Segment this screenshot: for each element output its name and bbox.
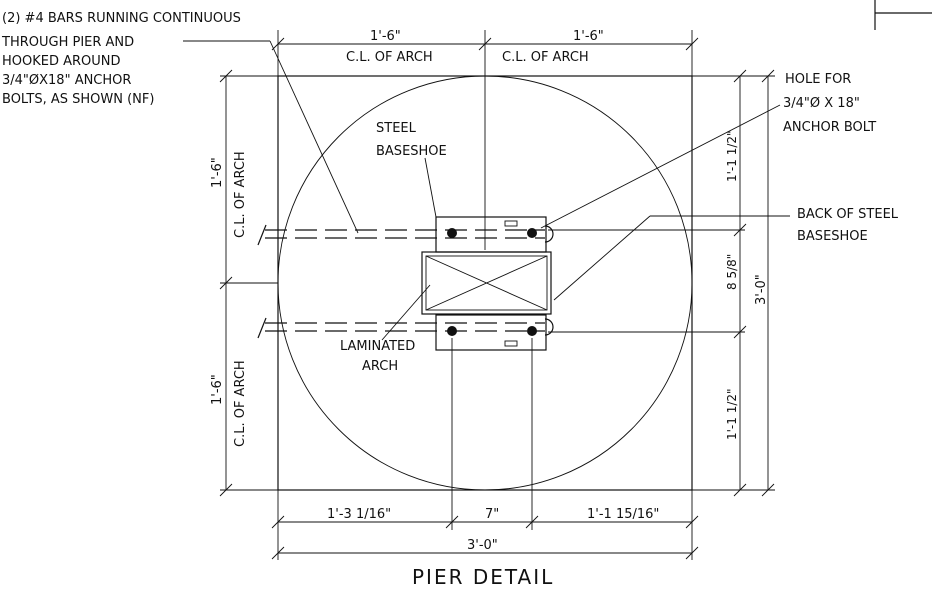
dim-right-lower: 1'-1 1/2" xyxy=(725,388,739,440)
dim-right-total: 3'-0" xyxy=(754,274,769,305)
back-note: BACK OF STEEL BASESHOE xyxy=(797,207,899,244)
arch-note-line-2: ARCH xyxy=(362,359,398,374)
drawing-title: PIER DETAIL xyxy=(412,565,554,589)
dim-top-right-cl: C.L. OF ARCH xyxy=(502,50,589,65)
arch-note-line-1: LAMINATED xyxy=(340,339,415,354)
bars-note-line-5: BOLTS, AS SHOWN (NF) xyxy=(2,92,154,107)
baseshoe-note-line-2: BASESHOE xyxy=(376,144,447,159)
laminated-arch xyxy=(421,251,552,315)
dimension-lines xyxy=(219,37,775,560)
dim-right-upper: 1'-1 1/2" xyxy=(725,130,739,182)
leader-lines xyxy=(183,40,790,341)
rebar-lines xyxy=(257,224,554,339)
dim-bottom-mid: 7" xyxy=(485,507,499,522)
dim-top-left: 1'-6" xyxy=(370,29,401,44)
dim-left-lower-cl: C.L. OF ARCH xyxy=(233,360,248,447)
baseshoe-note: STEEL BASESHOE xyxy=(376,121,447,159)
dim-top-right: 1'-6" xyxy=(573,29,604,44)
bars-note-line-2: THROUGH PIER AND xyxy=(1,35,134,50)
baseshoe-note-line-1: STEEL xyxy=(376,121,417,136)
dim-bottom-total: 3'-0" xyxy=(467,538,498,553)
dim-left-upper-cl: C.L. OF ARCH xyxy=(233,151,248,238)
hole-note-line-3: ANCHOR BOLT xyxy=(783,120,876,135)
dim-bottom-left: 1'-3 1/16" xyxy=(327,507,391,522)
bars-note: (2) #4 BARS RUNNING CONTINUOUS THROUGH P… xyxy=(1,11,241,107)
hole-note: HOLE FOR 3/4"Ø X 18" ANCHOR BOLT xyxy=(783,72,876,135)
back-note-line-1: BACK OF STEEL xyxy=(797,207,899,222)
bars-note-line-1: (2) #4 BARS RUNNING CONTINUOUS xyxy=(2,11,241,26)
dim-left-lower: 1'-6" xyxy=(210,374,225,405)
dim-top-left-cl: C.L. OF ARCH xyxy=(346,50,433,65)
back-note-line-2: BASESHOE xyxy=(797,229,868,244)
hole-note-line-1: HOLE FOR xyxy=(785,72,851,87)
anchor-bolts xyxy=(447,228,537,336)
dimension-text: 1'-6" 1'-6" C.L. OF ARCH C.L. OF ARCH 1'… xyxy=(210,29,769,553)
dim-left-upper: 1'-6" xyxy=(210,157,225,188)
extension-lines xyxy=(220,30,775,560)
dim-bottom-right: 1'-1 15/16" xyxy=(587,507,659,522)
bars-note-line-4: 3/4"ØX18" ANCHOR xyxy=(2,73,131,88)
hole-note-line-2: 3/4"Ø X 18" xyxy=(783,96,860,111)
title-block-corner xyxy=(874,0,932,30)
bars-note-line-3: HOOKED AROUND xyxy=(2,54,121,69)
dim-right-mid: 8 5/8" xyxy=(725,254,739,290)
arch-note: LAMINATED ARCH xyxy=(340,339,415,374)
